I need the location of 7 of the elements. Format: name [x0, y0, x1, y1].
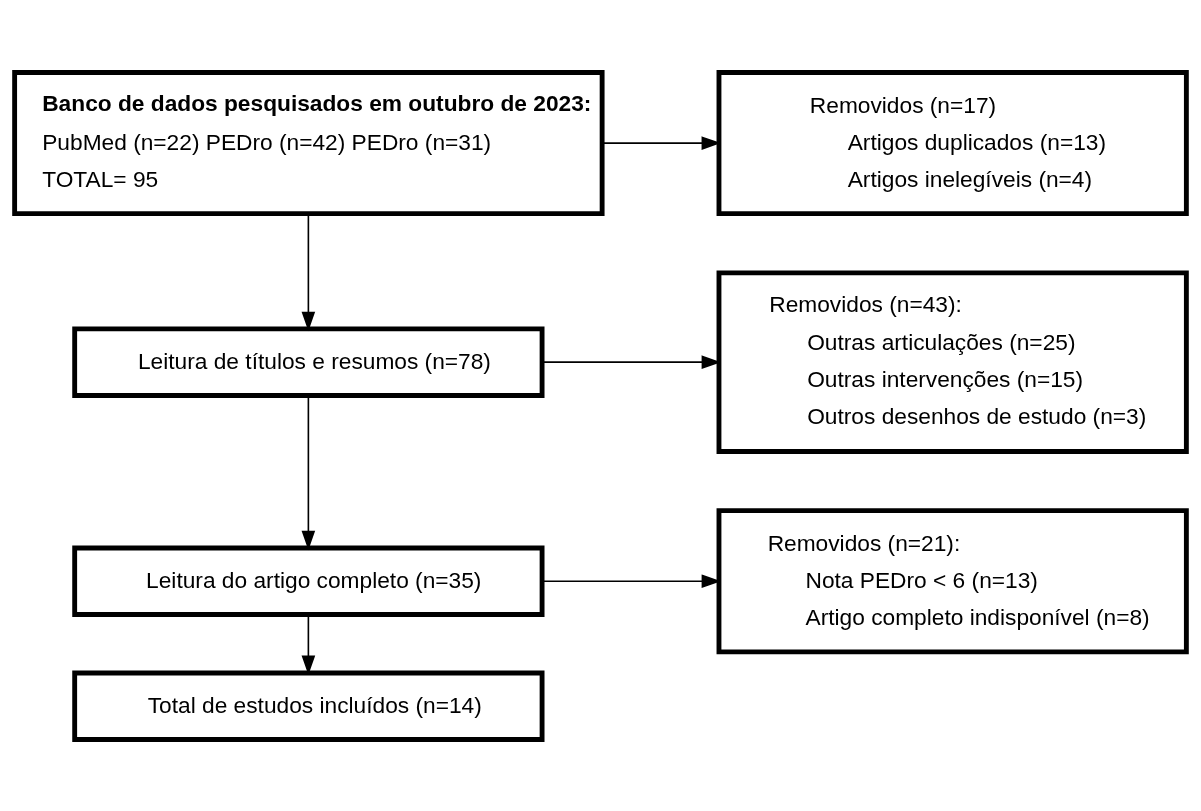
node-box: Removidos (n=21): Nota PEDro < 6 (n=13) Artigo completo indisponível (n=8) — [716, 507, 1189, 654]
node-box: Removidos (n=43): Outras articulações (n=25) Outras intervenções (n=15) Outros desenhos de estudo (n=3) — [716, 270, 1189, 454]
node-box: Leitura de títulos e resumos (n=78) — [72, 325, 545, 398]
node-box: Removidos (n=17) Artigos duplicados (n=13) Artigos inelegíveis (n=4) — [716, 69, 1189, 216]
node-box: Banco de dados pesquisados em outubro de 2023: PubMed (n=22) PEDro (n=42) PEDro (n=31) TOTAL= 95 — [12, 69, 605, 216]
node-box: Leitura do artigo completo (n=35) — [72, 545, 545, 617]
node-box: Total de estudos incluídos (n=14) — [72, 670, 545, 742]
